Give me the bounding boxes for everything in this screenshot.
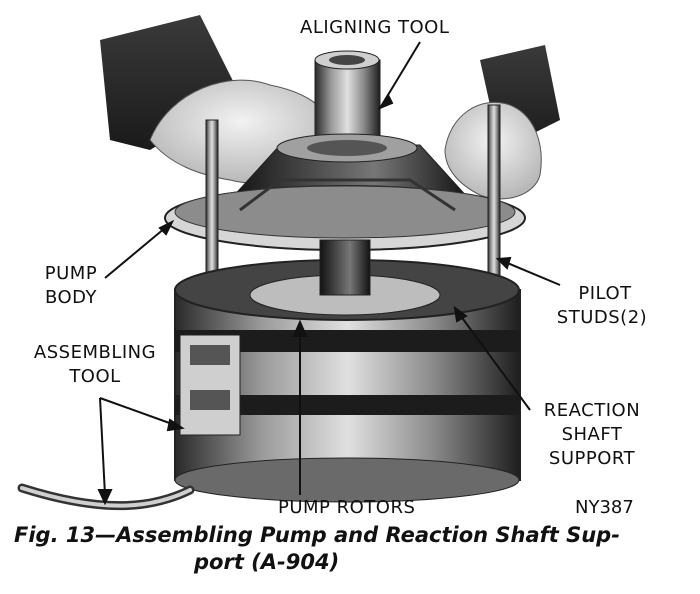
label-pilot-studs-line2: STUDS(2): [556, 307, 648, 328]
label-reaction-line3: SUPPORT: [548, 448, 636, 469]
label-assembling-tool-line2: TOOL: [69, 366, 121, 387]
caption-line2: port (A-904): [194, 550, 340, 574]
pump-assembly-photo: [17, 15, 561, 511]
label-pump-body-line1: PUMP: [44, 263, 98, 284]
label-pump-body-line2: BODY: [44, 287, 98, 308]
label-assembling-tool-line1: ASSEMBLING: [33, 342, 157, 363]
figure-caption: Fig. 13—Assembling Pump and Reaction Sha…: [14, 522, 694, 576]
caption-line1: Fig. 13—Assembling Pump and Reaction Sha…: [14, 523, 620, 547]
leader-lines: [97, 41, 561, 506]
assembling-tool-band: [175, 330, 520, 352]
label-pilot-studs-line1: PILOT: [578, 283, 632, 304]
figure-id: NY387: [575, 497, 634, 518]
label-aligning-tool: ALIGNING TOOL: [300, 17, 450, 38]
label-pump-rotors: PUMP ROTORS: [278, 497, 416, 518]
label-reaction-line1: REACTION: [543, 400, 641, 421]
label-reaction-line2: SHAFT: [561, 424, 623, 445]
